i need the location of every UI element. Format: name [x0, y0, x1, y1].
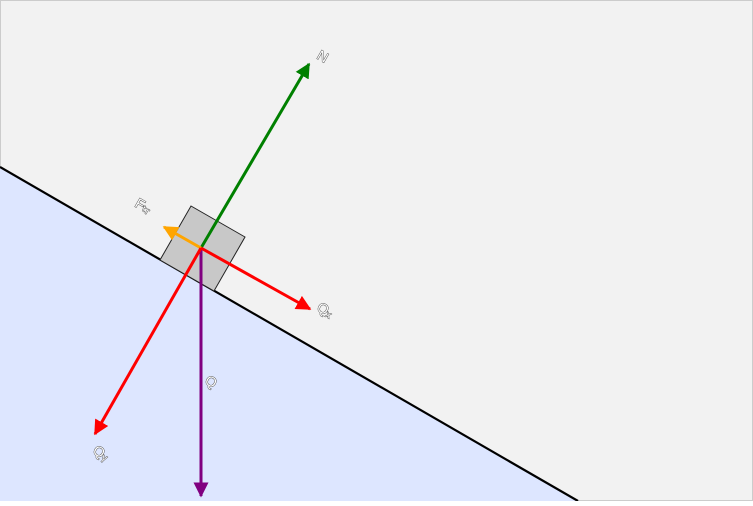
normal-force-arrow [199, 62, 311, 249]
friction-force-arrow [162, 225, 202, 250]
incline-surface [0, 166, 579, 502]
weight-perpendicular-arrow [93, 247, 203, 436]
weight-parallel-arrow [200, 246, 312, 311]
